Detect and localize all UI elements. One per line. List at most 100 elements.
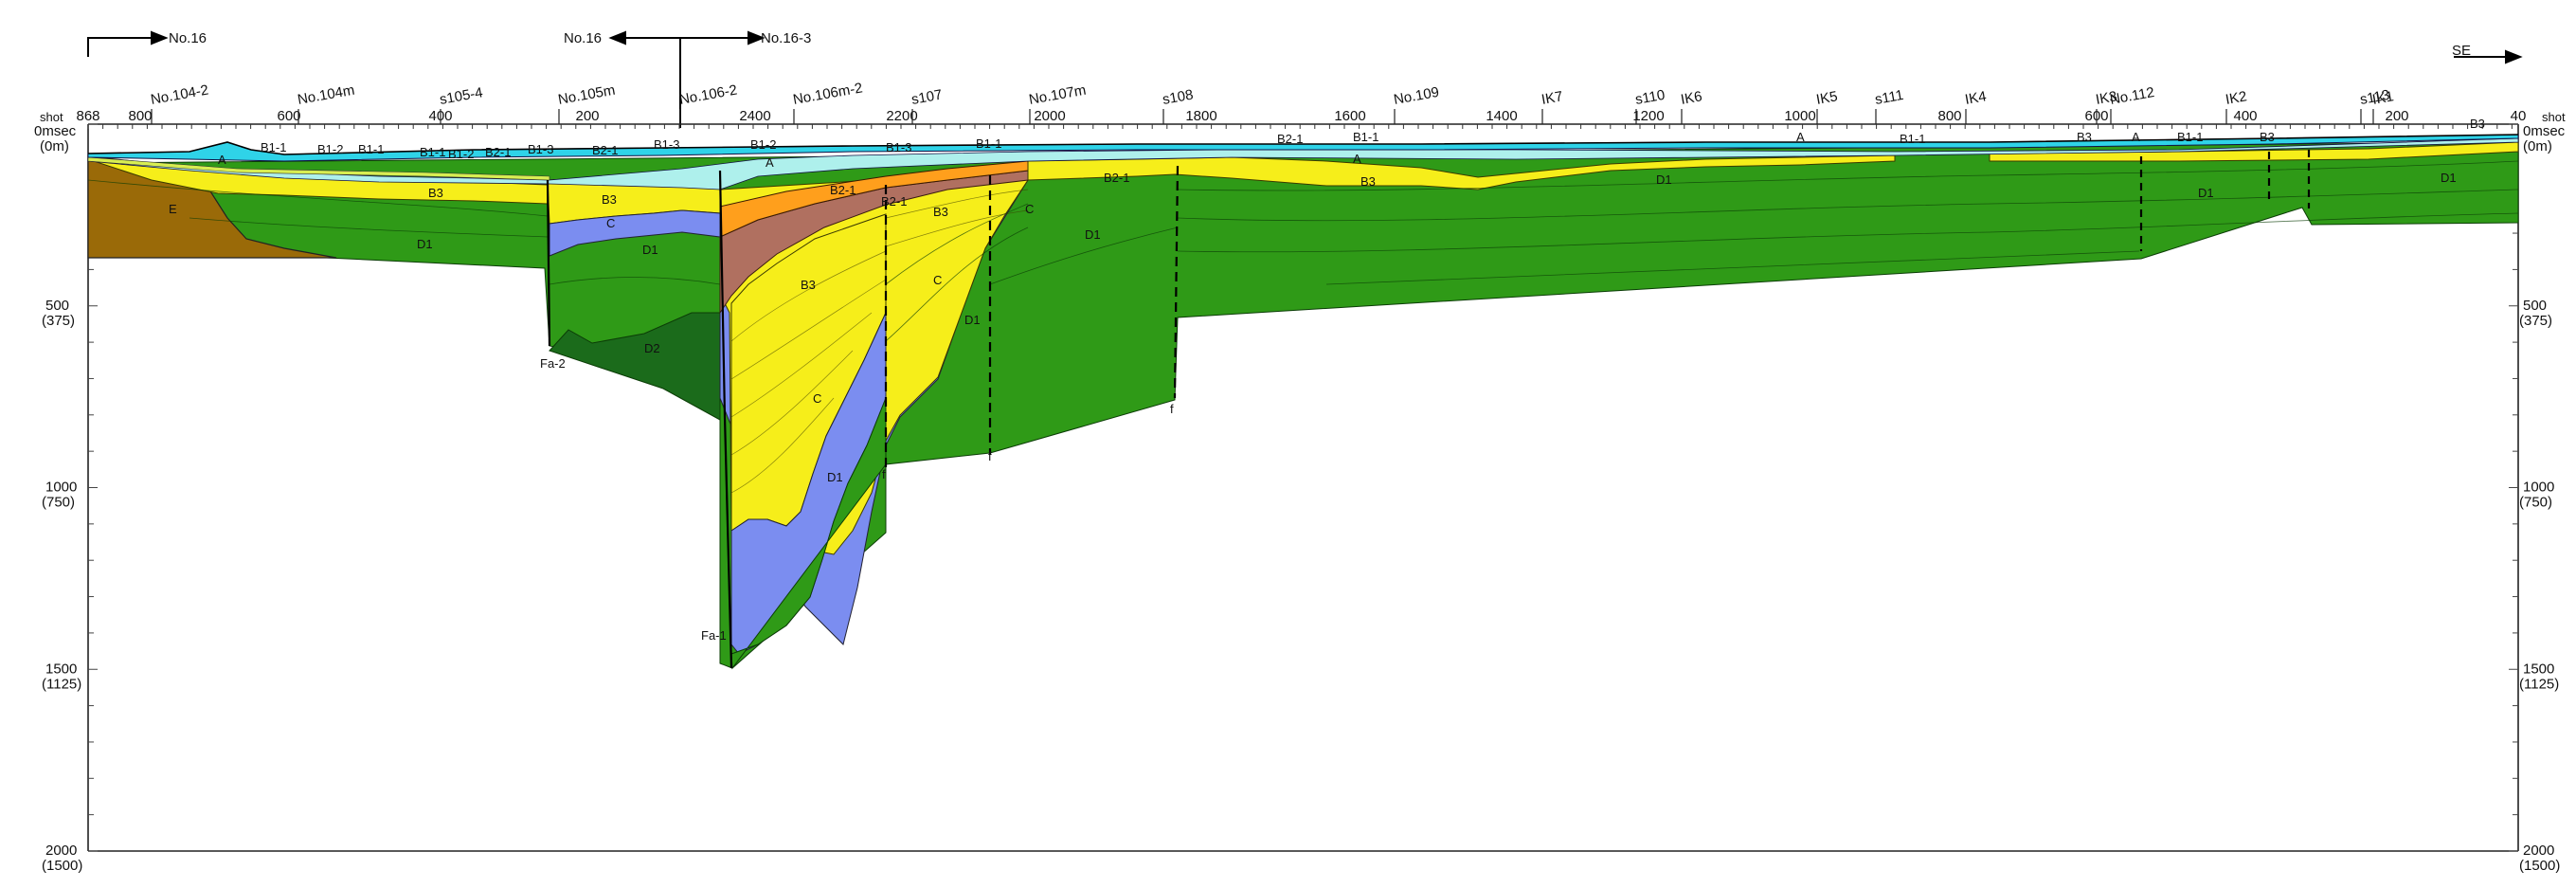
reflector-line	[1177, 189, 2519, 222]
fault-east	[1173, 165, 1180, 399]
shot-tick-label: 200	[2385, 108, 2408, 124]
shot-tick-label: 1400	[1486, 108, 1517, 124]
unit-label-b3: B3	[2470, 117, 2485, 131]
unit-b3-far-east-sheet	[1989, 141, 2519, 162]
unit-label-b1-3: B1-3	[654, 137, 679, 152]
shot-tick-label: 40	[2511, 108, 2527, 124]
time-tick-label: 500	[2523, 298, 2547, 314]
well-label: s110	[1634, 87, 1666, 108]
unit-label-d1: D1	[1656, 172, 1672, 187]
shot-tick-label: 1600	[1334, 108, 1365, 124]
shot-label-right: shot	[2542, 110, 2566, 124]
time-tick-label: 2000	[2523, 843, 2554, 859]
unit-b3-east-sheet	[1027, 154, 1896, 190]
reflector-line	[1177, 160, 2519, 191]
unit-label-b3: B3	[933, 205, 948, 219]
unit-label-b2-1: B2-1	[1104, 171, 1129, 185]
well-label: s111	[1874, 87, 1905, 108]
depth-tick-label: (375)	[42, 313, 75, 329]
reflector-line	[885, 203, 1029, 285]
seafloor-line	[87, 134, 2519, 155]
reflector-line	[549, 277, 721, 285]
unit-label-b2-1: B2-1	[830, 183, 856, 197]
time-axis-labels: 500(375)500(375)1000(750)1000(750)1500(1…	[42, 298, 2560, 874]
unit-label-d1: D1	[417, 237, 433, 251]
time-tick-label: 2000	[45, 843, 77, 859]
shot-label-left: shot	[40, 110, 63, 124]
unit-label-a: A	[218, 153, 226, 167]
unit-label-c: C	[606, 216, 615, 230]
well-label: IK6	[1680, 88, 1703, 108]
fault-labels: Fa-2 Fa-1 f f f	[540, 356, 1174, 643]
unit-label-b1-3: B1-3	[528, 142, 553, 156]
well-label: IK2	[2225, 88, 2248, 108]
internal-reflectors	[87, 160, 2519, 342]
unit-label-b1-1: B1-1	[1353, 130, 1378, 144]
well-label: IK5	[1815, 88, 1839, 108]
time-label-left: 0msec	[34, 123, 77, 139]
shot-tick-label: 800	[128, 108, 152, 124]
unit-d2-body	[549, 312, 721, 421]
unit-label-b1-1: B1-1	[1900, 132, 1925, 146]
depth-tick-label: (1500)	[2519, 858, 2560, 874]
unit-label-b3: B3	[2077, 130, 2092, 144]
line-junction-markers	[87, 30, 2523, 128]
unit-label-d1: D1	[2441, 171, 2457, 185]
reflector-line	[730, 397, 835, 494]
time-tick-label: 1500	[2523, 661, 2554, 677]
unit-d1-body	[87, 141, 2519, 669]
well-label: s113	[2359, 87, 2391, 108]
unit-label-b1-3: B1-3	[886, 140, 911, 154]
unit-label-a: A	[1796, 130, 1805, 144]
well-label: IK7	[1540, 88, 1564, 108]
unit-b2-band	[719, 160, 1029, 238]
unit-label-d1: D1	[964, 313, 981, 327]
unit-c-left-block	[549, 209, 721, 257]
well-label: No.106m-2	[792, 80, 864, 108]
junction-label-left: No.16	[169, 30, 207, 46]
unit-label-b1-1: B1-1	[976, 136, 1001, 151]
unit-label-b1-2: B1-2	[317, 142, 343, 156]
unit-label-b3: B3	[801, 278, 816, 292]
reflector-line	[730, 279, 887, 380]
well-label: No.104m	[297, 82, 356, 108]
junction-label-center-left: No.16	[564, 30, 602, 46]
shot-tick-label: 1000	[1784, 108, 1815, 124]
unit-b1-lime-band	[87, 156, 550, 181]
unit-label-b2-1: B2-1	[592, 143, 618, 157]
shot-axis-ticks	[87, 124, 2513, 129]
shot-tick-label: 800	[1937, 108, 1961, 124]
depth-tick-label: (750)	[2519, 495, 2552, 511]
reflector-line	[189, 217, 549, 238]
unit-label-b3: B3	[602, 192, 617, 207]
unit-label-b2-1: B2-1	[485, 145, 511, 159]
unit-d1-graben-deep	[730, 397, 887, 670]
junction-marker-left	[87, 37, 152, 57]
reflector-line	[730, 312, 873, 418]
depth-tick-label: (1125)	[42, 676, 81, 692]
unit-label-d1: D1	[2198, 186, 2214, 200]
depth-tick-label: (1500)	[42, 858, 82, 874]
well-label: No.109	[1393, 84, 1441, 108]
unit-label-c: C	[1025, 202, 1034, 216]
reflector-line	[885, 189, 1029, 219]
unit-label-e: E	[169, 202, 177, 216]
shot-tick-label: 1800	[1185, 108, 1216, 124]
unit-label-b3: B3	[1360, 174, 1376, 189]
fault-label-fa1: Fa-1	[701, 628, 727, 643]
well-label: IK4	[1964, 88, 1988, 108]
unit-label-b1-1: B1-1	[2177, 130, 2203, 144]
fault-label-f: f	[988, 449, 992, 463]
junction-label-center-right: No.16-3	[761, 30, 811, 46]
unit-label-b3: B3	[428, 186, 443, 200]
well-label: No.104-2	[150, 82, 210, 107]
reflector-line	[730, 250, 887, 342]
unit-label-d2: D2	[644, 341, 660, 355]
unit-label-b1-1: B1-1	[420, 145, 445, 159]
depth-tick-label: (750)	[42, 495, 75, 511]
reflector-line	[1177, 212, 2519, 253]
unit-label-b1-2: B1-2	[448, 147, 474, 161]
fault-label-f: f	[1170, 402, 1174, 416]
